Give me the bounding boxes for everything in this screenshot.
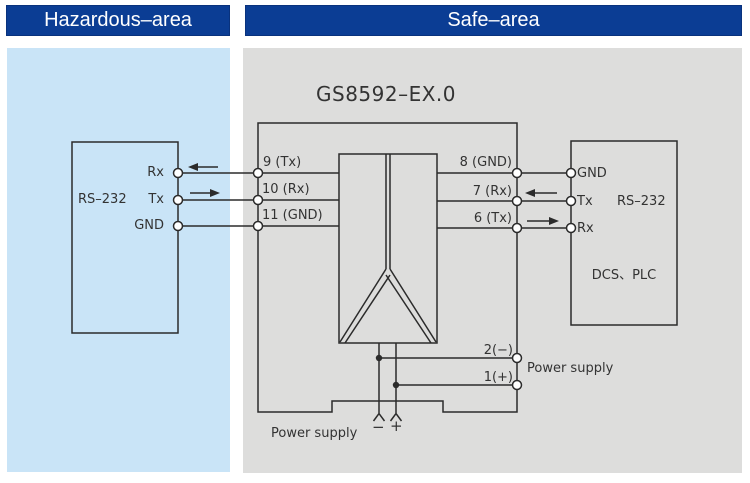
power-minus-sign: − bbox=[372, 418, 385, 436]
power-supply-bottom-label: Power supply bbox=[271, 426, 358, 441]
power-supply-right-label: Power supply bbox=[527, 361, 614, 376]
safe-area-panel bbox=[243, 48, 742, 473]
device-title: GS8592–EX.0 bbox=[316, 82, 457, 106]
hazardous-area-panel bbox=[7, 48, 230, 472]
safe-area-title: Safe–area bbox=[447, 9, 540, 31]
terminal-8-label: 8 (GND) bbox=[459, 155, 512, 170]
power-wires bbox=[378, 343, 517, 413]
left-pin-rx-label: Rx bbox=[147, 165, 164, 180]
terminal-circles bbox=[172, 167, 577, 391]
junction-dot-plus bbox=[392, 381, 400, 389]
arrow-left-tx-head-icon bbox=[210, 189, 220, 197]
right-pin-rx-label: Rx bbox=[577, 221, 594, 236]
left-rs232-label: RS–232 bbox=[78, 192, 127, 207]
right-pin-tx-label: Tx bbox=[577, 194, 593, 209]
terminal-11-label: 11 (GND) bbox=[262, 208, 323, 223]
junction-dot-minus bbox=[375, 354, 383, 362]
hazardous-area-title: Hazardous–area bbox=[44, 9, 192, 31]
left-rs232-box bbox=[71, 141, 179, 334]
arrow-left-rx-head-icon bbox=[188, 163, 198, 171]
isolation-barrier-symbol bbox=[339, 154, 437, 344]
left-pin-tx-label: Tx bbox=[148, 192, 164, 207]
hazardous-area-header: Hazardous–area bbox=[6, 5, 230, 36]
power-plus-sign: + bbox=[390, 417, 403, 435]
arrow-right-rx-head-icon bbox=[549, 217, 559, 225]
terminal-9-label: 9 (Tx) bbox=[263, 155, 302, 170]
isolator-outer-box bbox=[257, 122, 518, 413]
terminal-2-label: 2(−) bbox=[483, 343, 513, 358]
right-pin-gnd-label: GND bbox=[577, 166, 607, 181]
left-pin-gnd-label: GND bbox=[134, 218, 164, 233]
arrow-right-tx-head-icon bbox=[525, 189, 535, 197]
terminal-10-label: 10 (Rx) bbox=[262, 182, 310, 197]
isolator-inner-box bbox=[338, 153, 438, 344]
terminal-1-label: 1(+) bbox=[483, 370, 513, 385]
right-device-name-label: DCS、PLC bbox=[591, 268, 657, 283]
terminal-6-label: 6 (Tx) bbox=[473, 211, 512, 226]
right-signal-wires bbox=[437, 172, 571, 229]
terminal-7-label: 7 (Rx) bbox=[472, 184, 512, 199]
signal-direction-arrows bbox=[188, 163, 559, 225]
right-rs232-label: RS–232 bbox=[617, 194, 666, 209]
power-plug-chevron-icons bbox=[372, 412, 403, 422]
safe-area-header: Safe–area bbox=[245, 5, 742, 36]
